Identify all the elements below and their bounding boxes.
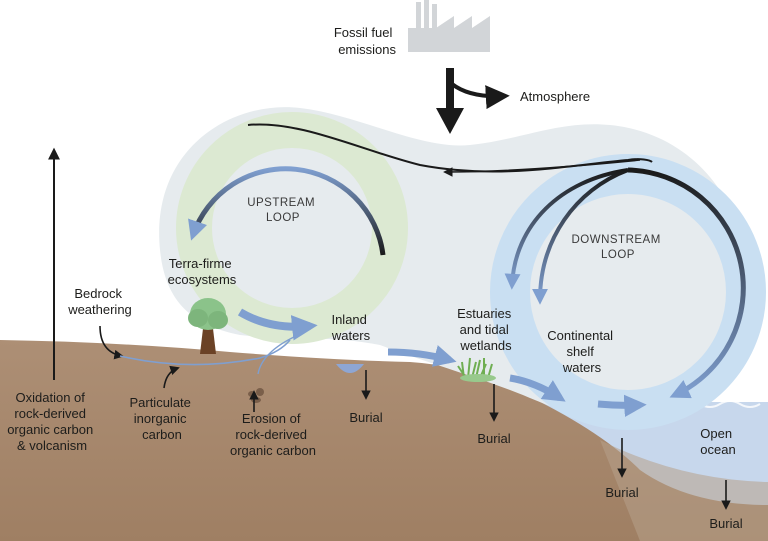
particulate-arrow — [163, 365, 180, 389]
erosion-to-inland-line — [257, 335, 297, 375]
open-ocean-floor — [600, 440, 768, 541]
erosion-label: Erosion of rock-derived organic carbon — [230, 411, 316, 458]
upstream-loop-arrow — [188, 166, 386, 256]
burial-label-shelf: Burial — [605, 485, 638, 500]
inland-water-pool — [336, 364, 364, 373]
fossil-label: Fossil fuel emissions — [334, 25, 397, 57]
inland-to-estuary-arrow — [387, 345, 457, 367]
oxidation-label: Oxidation of rock-derived organic carbon… — [7, 390, 97, 453]
land-surface — [0, 340, 768, 541]
downstream-loop-arrow — [627, 167, 746, 399]
downstream-inner-arrow-2 — [532, 168, 629, 305]
burial-label-inland: Burial — [349, 410, 382, 425]
estuaries-label: Estuaries and tidal wetlands — [457, 306, 515, 353]
shelf-to-ocean-arrow — [597, 394, 647, 417]
atmosphere-arrow — [450, 82, 510, 110]
upstream-to-inland-arrow — [237, 308, 318, 341]
upstream-loop-title: UPSTREAM LOOP — [247, 197, 319, 224]
burial-label-estuary: Burial — [477, 431, 510, 446]
soil-to-inland-line — [119, 339, 291, 366]
bedrock-weathering-arrow — [99, 325, 124, 360]
bedrock-label: Bedrock weathering — [67, 286, 132, 317]
tree-icon — [188, 298, 228, 354]
emission-arrow-head — [436, 108, 464, 134]
shelf-label: Continental shelf waters — [547, 328, 616, 375]
downstream-inner-arrow-1 — [504, 168, 629, 290]
particulate-label: Particulate inorganic carbon — [129, 395, 194, 442]
burial-label-ocean: Burial — [709, 516, 742, 531]
estuary-to-shelf-arrow — [509, 374, 566, 402]
terra-firme-label: Terra-firme ecosystems — [168, 256, 237, 287]
inland-waters-label: Inland waters — [331, 312, 371, 343]
atmosphere-label: Atmosphere — [520, 89, 590, 104]
factory-icon — [408, 0, 490, 52]
downstream-loop-title: DOWNSTREAM LOOP — [571, 234, 664, 261]
outgassing-arrow — [443, 159, 641, 177]
open-ocean-label: Open ocean — [700, 426, 735, 457]
wetland-patch — [460, 374, 496, 382]
